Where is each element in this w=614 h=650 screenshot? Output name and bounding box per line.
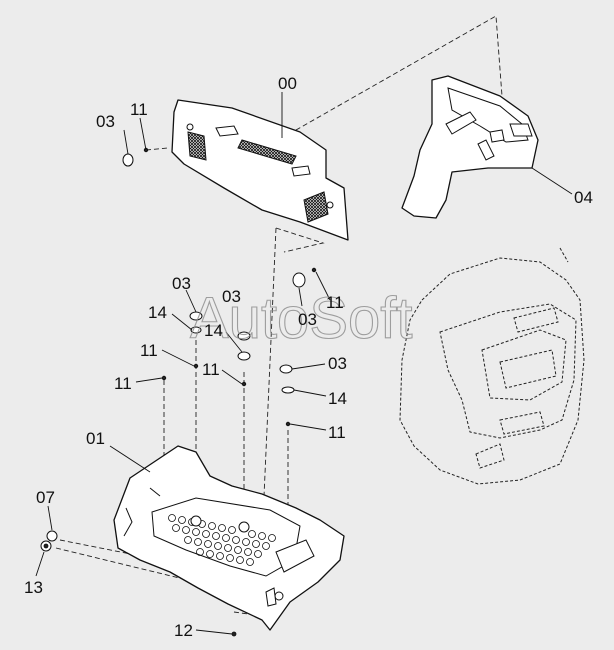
callout-07-fastener: 07 — [36, 488, 55, 507]
callout-13-nut: 13 — [24, 578, 43, 597]
callout-11-screw-right: 11 — [326, 293, 344, 312]
callout-14-washer-left: 14 — [148, 303, 167, 322]
callout-00-upper-panel: 00 — [278, 74, 297, 93]
hardware-parts — [40, 147, 317, 637]
perforated-grille — [168, 514, 276, 566]
cab-context — [399, 247, 585, 485]
callout-04-housing: 04 — [574, 188, 593, 207]
housing-part-04 — [401, 75, 539, 219]
callout-11-screw-left: 11 — [140, 341, 158, 360]
leader-lines — [35, 92, 573, 635]
callout-labels: 03 11 00 04 03 03 03 11 14 14 11 11 11 0… — [24, 74, 593, 640]
callout-01-lower-panel: 01 — [86, 429, 105, 448]
callout-14-washer-center: 14 — [204, 321, 223, 340]
callout-03-grommet-center: 03 — [222, 287, 241, 306]
callout-03-grommet-right: 03 — [298, 310, 317, 329]
upper-panel-part-00 — [171, 99, 349, 241]
callout-12-bolt: 12 — [174, 621, 193, 640]
watermark: AutoSoft — [190, 286, 412, 351]
callout-03-grommet-top: 03 — [96, 112, 115, 131]
lower-panel-part-01 — [113, 445, 345, 631]
callout-11-screw-center: 11 — [202, 360, 220, 379]
callout-03-grommet-lower-right: 03 — [328, 354, 347, 373]
callout-03-grommet-left: 03 — [172, 274, 191, 293]
callout-11-screw-far-left: 11 — [114, 374, 132, 393]
callout-11-screw-lower-right: 11 — [328, 423, 346, 442]
callout-11-screw-top: 11 — [130, 100, 148, 119]
callout-14-washer-right: 14 — [328, 389, 347, 408]
